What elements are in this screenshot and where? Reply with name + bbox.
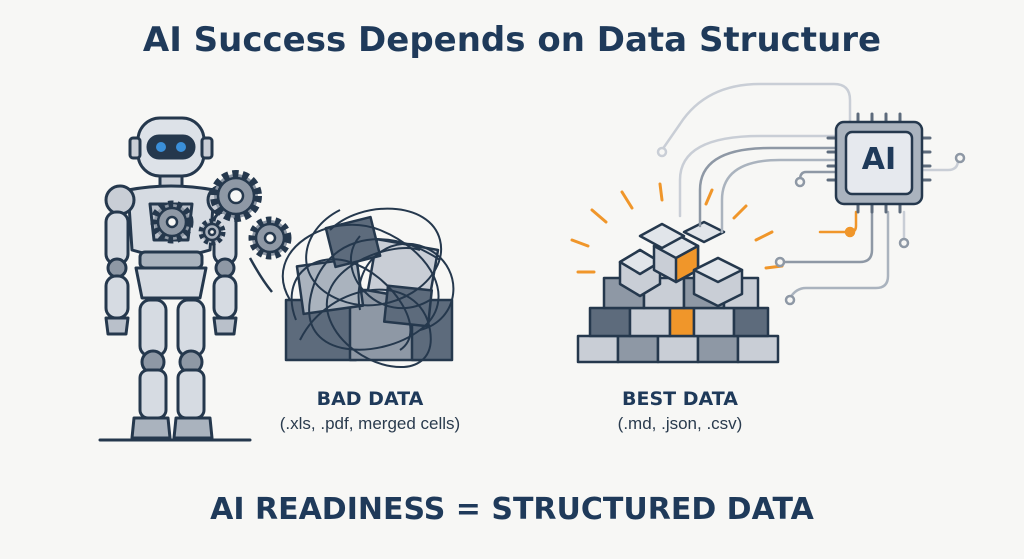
circuit-nodes xyxy=(656,146,966,306)
robot-icon xyxy=(98,116,252,442)
ai-chip-label: AI xyxy=(861,142,897,177)
tangled-boxes-icon xyxy=(281,207,455,368)
bad-data-formats: (.xls, .pdf, merged cells) xyxy=(279,414,461,433)
footer-equation: AI READINESS = STRUCTURED DATA xyxy=(210,492,814,527)
ai-chip-icon xyxy=(826,112,932,214)
gears-icon xyxy=(150,170,292,293)
bad-data-label: BAD DATA xyxy=(316,388,424,410)
bad-data-caption: BAD DATA (.xls, .pdf, merged cells) xyxy=(250,388,490,434)
page-title: AI Success Depends on Data Structure xyxy=(142,20,882,60)
best-data-caption: BEST DATA (.md, .json, .csv) xyxy=(560,388,800,434)
best-data-label: BEST DATA xyxy=(622,388,738,410)
circuit-lines-icon xyxy=(660,82,960,300)
cube-pyramid-icon xyxy=(570,182,784,364)
best-data-formats: (.md, .json, .csv) xyxy=(617,414,743,433)
